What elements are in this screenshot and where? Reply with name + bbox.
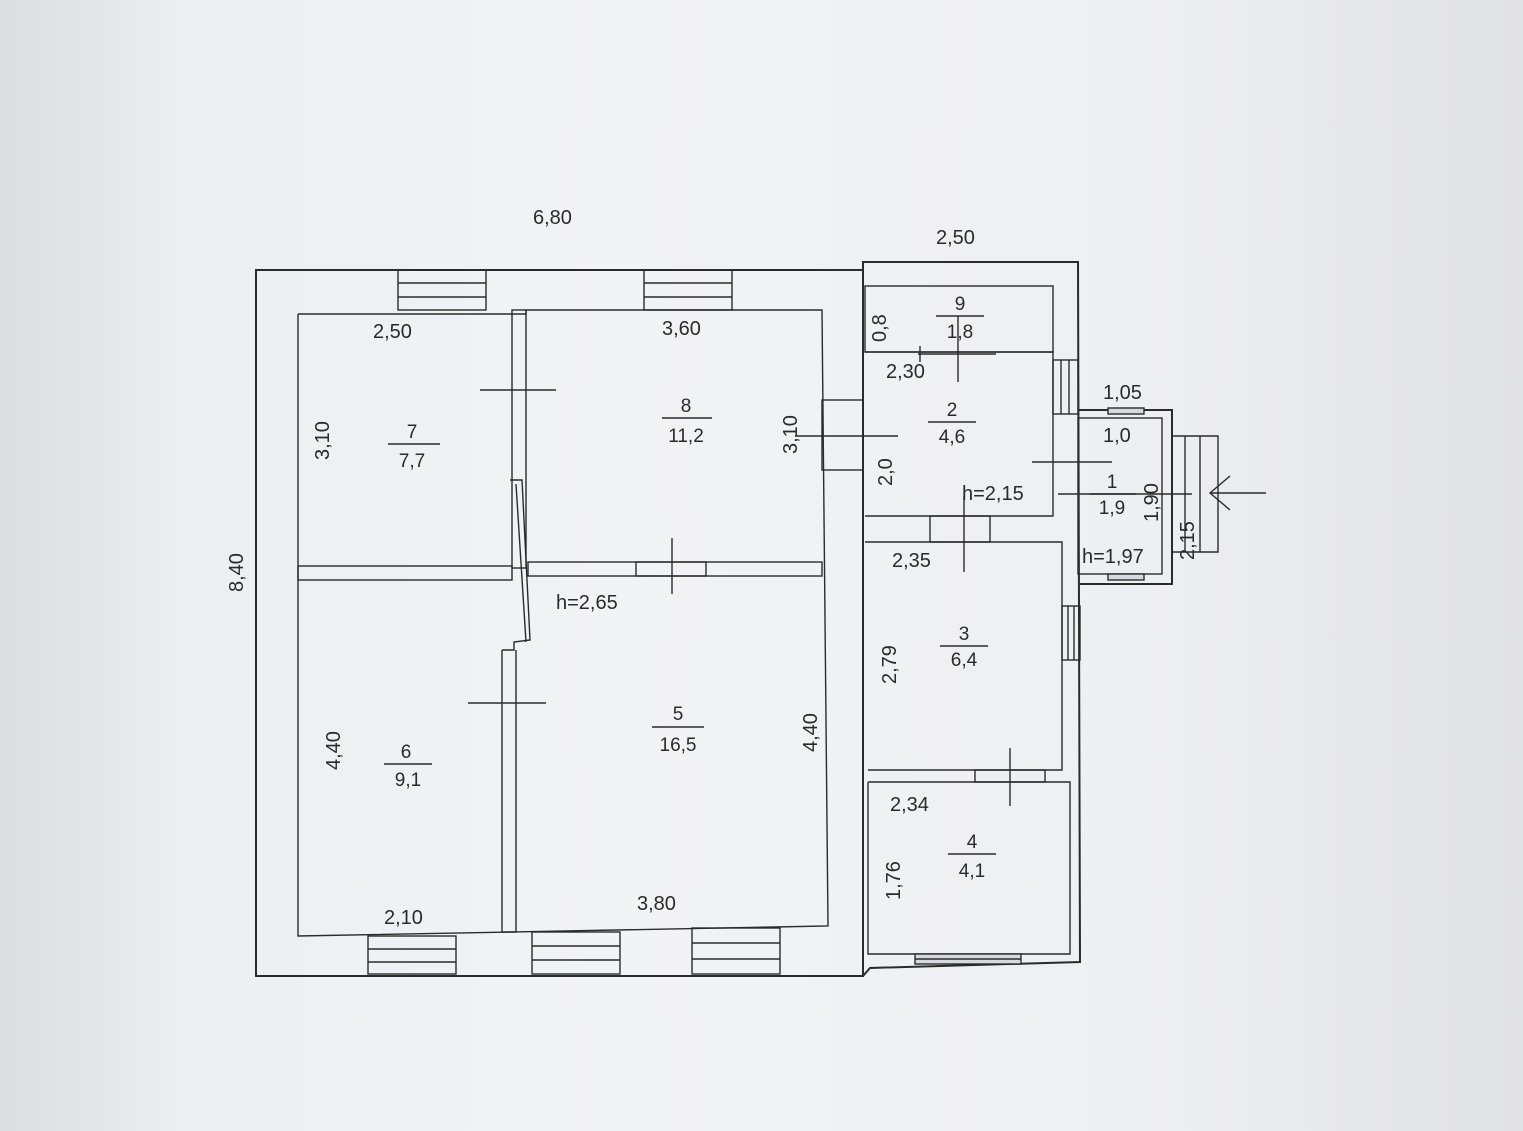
- corridor-door: [929, 515, 991, 543]
- overall-depth: 8,40: [226, 553, 248, 592]
- wall-6-5: [501, 650, 517, 933]
- window-annex-right: [1061, 605, 1081, 661]
- window-bottom-3: [691, 927, 781, 975]
- main-inner-wall: [297, 309, 829, 937]
- entry-door-top: [1107, 407, 1145, 415]
- dim-r6-w: 2,10: [384, 907, 423, 929]
- wall-5-annex: [821, 399, 864, 471]
- dim-r1-w: 1,05: [1103, 382, 1142, 404]
- annex-outer-wall: [862, 261, 1082, 977]
- room-2-number: 2: [947, 400, 958, 421]
- room-6-number: 6: [401, 742, 412, 763]
- room-6-area: 9,1: [395, 770, 421, 791]
- window-top-left: [397, 269, 487, 311]
- window-annex-top: [1052, 359, 1079, 415]
- room-3-area: 6,4: [951, 650, 978, 671]
- dim-r5-h: 4,40: [800, 713, 822, 752]
- entrance-arrow-head: [1208, 475, 1231, 511]
- wall-8-5: [527, 561, 823, 577]
- window-top-right: [643, 269, 733, 311]
- room-9-area: 1,8: [947, 322, 973, 343]
- dim-porch: 2,15: [1177, 521, 1199, 560]
- dim-r4-h: 1,76: [883, 861, 905, 900]
- overall-width: 6,80: [533, 207, 572, 229]
- room-9-number: 9: [955, 294, 966, 315]
- dim-r1-in: 1,0: [1103, 425, 1131, 447]
- window-bottom-1: [367, 935, 457, 975]
- height-entry: h=1,97: [1082, 546, 1144, 568]
- dim-r5-w: 3,80: [637, 893, 676, 915]
- dim-r7-h: 3,10: [312, 421, 334, 460]
- dim-r2-w: 2,30: [886, 361, 925, 383]
- room-8-number: 8: [681, 396, 692, 417]
- height-main: h=2,65: [556, 592, 618, 614]
- room-7-number: 7: [407, 422, 418, 443]
- dim-r3-h: 2,79: [879, 645, 901, 684]
- dim-r2-h: 2,0: [875, 458, 897, 486]
- room-1-area: 1,9: [1099, 498, 1125, 519]
- annex-width: 2,50: [936, 227, 975, 249]
- porch-steps: [1172, 435, 1219, 553]
- room-2-area: 4,6: [939, 427, 965, 448]
- stove: [502, 479, 531, 651]
- dim-r3-w: 2,35: [892, 550, 931, 572]
- entry-door-bottom: [1107, 573, 1145, 581]
- room-1-number: 1: [1107, 472, 1118, 493]
- height-annex: h=2,15: [962, 483, 1024, 505]
- dim-r4-w: 2,34: [890, 794, 929, 816]
- dim-r9-h: 0,8: [869, 314, 891, 342]
- window-bottom-2: [531, 931, 621, 975]
- wall-7-6: [297, 565, 513, 581]
- stove-line: [515, 483, 527, 643]
- room-5-area: 16,5: [660, 735, 697, 756]
- dim-r7-w: 2,50: [373, 321, 412, 343]
- room-5-number: 5: [673, 704, 684, 725]
- room-3-number: 3: [959, 624, 970, 645]
- room-4-area: 4,1: [959, 861, 985, 882]
- room-8-area: 11,2: [668, 426, 704, 447]
- dim-r8-w: 3,60: [662, 318, 701, 340]
- room-7-area: 7,7: [399, 451, 425, 472]
- dim-r8-h: 3,10: [780, 415, 802, 454]
- door-8-5: [635, 561, 707, 577]
- dim-r1-h: 1,90: [1141, 483, 1163, 522]
- main-outer-wall: [255, 269, 864, 977]
- dim-r6-h: 4,40: [323, 731, 345, 770]
- wall-7-8: [511, 309, 527, 569]
- room-4-number: 4: [967, 832, 978, 853]
- window-room-4: [914, 953, 1022, 965]
